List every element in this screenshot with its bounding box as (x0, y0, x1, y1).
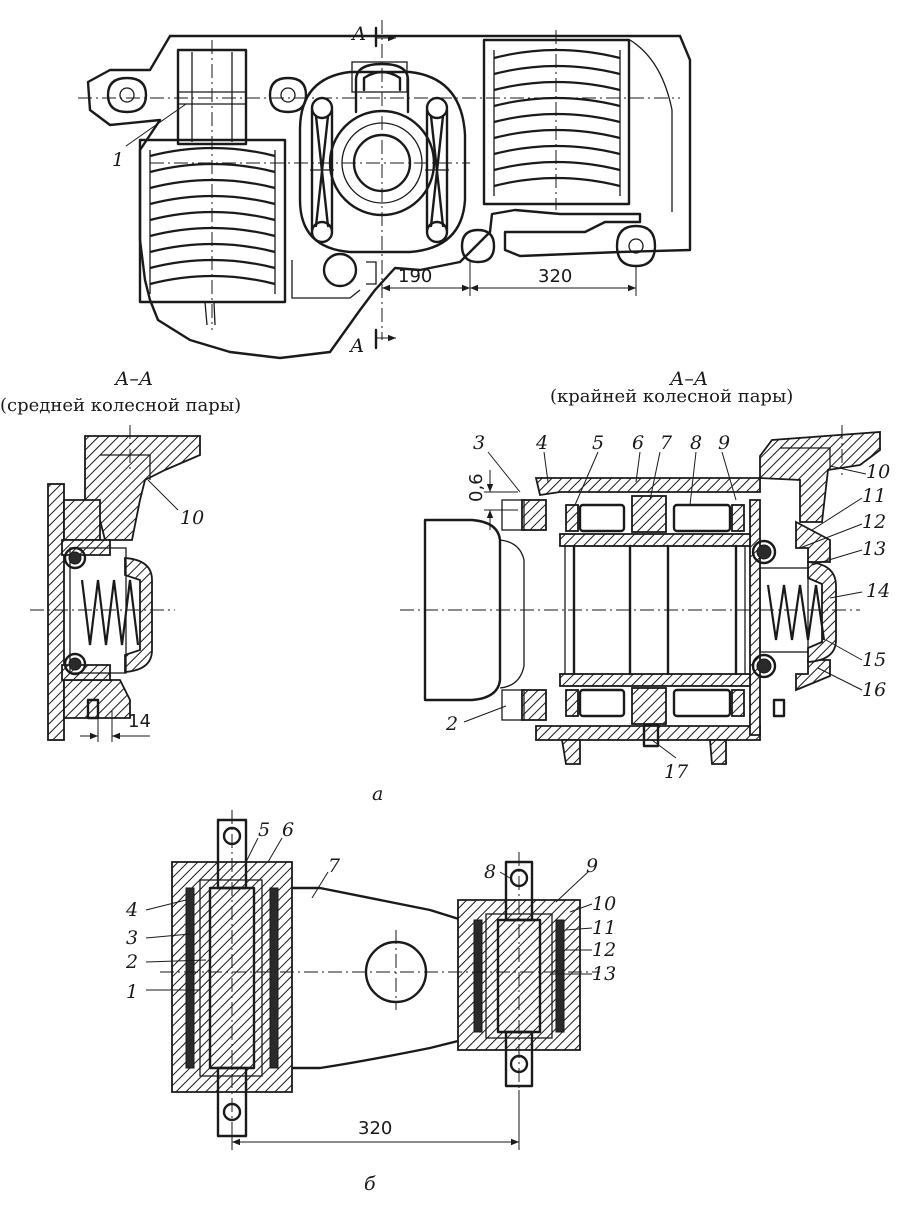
section-right-title: А–А (668, 368, 708, 390)
right-section-leaders (463, 451, 867, 759)
inner-sleeve-bottom (559, 673, 751, 687)
link-label-2: 2 (125, 951, 138, 973)
end-wheelset-section: 0,6 3 4 5 6 7 8 9 10 11 12 1 (400, 425, 890, 783)
housing-bottom-wall (535, 725, 761, 741)
left-section-wall (47, 483, 65, 741)
part-label-8: 8 (690, 432, 702, 454)
section-mark-top: А (350, 23, 366, 45)
part-label-1: 1 (112, 149, 124, 171)
part-label-14: 14 (866, 580, 890, 602)
dimension-0-6: 0,6 (466, 473, 487, 502)
middle-wheelset-section: 14 10 (30, 425, 204, 742)
left-pin-top-end (216, 818, 248, 890)
dimension-320-bottom: 320 (358, 1118, 392, 1139)
part-label-12: 12 (862, 511, 886, 533)
part-label-3: 3 (473, 432, 485, 454)
link-label-1: 1 (126, 981, 138, 1003)
axle-box-housing (298, 70, 467, 254)
left-leash-link (310, 96, 334, 244)
right-spring-coils (493, 48, 621, 196)
part-label-17: 17 (664, 761, 689, 783)
part-label-6: 6 (632, 432, 644, 454)
frame-inner-curve (629, 39, 673, 212)
section-mark-bottom: А (348, 335, 364, 357)
link-arm-body (288, 886, 464, 1070)
link-label-5: 5 (258, 819, 270, 841)
caption-b: б (364, 1173, 376, 1195)
link-leaders (145, 837, 593, 991)
link-label-4: 4 (125, 899, 138, 921)
link-label-8: 8 (484, 861, 496, 883)
part-label-4: 4 (535, 432, 548, 454)
right-end-cap (807, 561, 837, 663)
left-section-cover (124, 557, 153, 673)
frame-pins (106, 76, 657, 288)
part-label-15: 15 (862, 649, 886, 671)
right-pin-top-end (504, 860, 534, 922)
axle-journal (423, 518, 502, 702)
link-label-10: 10 (592, 893, 616, 915)
housing-top-lug (759, 431, 881, 523)
link-label-12: 12 (592, 939, 616, 961)
link-label-9: 9 (586, 855, 598, 877)
right-leash-link (425, 96, 449, 244)
right-pin-bottom-end (504, 1030, 534, 1088)
part-label-9: 9 (718, 432, 730, 454)
caption-a: а (372, 783, 383, 805)
leash-link-assembly: 320 1 2 3 4 5 6 7 8 9 10 11 12 13 (125, 810, 616, 1150)
dimension-14: 14 (128, 711, 151, 732)
part-label-5: 5 (592, 432, 604, 454)
right-section-spring (766, 584, 826, 641)
part-label-7: 7 (660, 432, 673, 454)
link-label-13: 13 (592, 963, 616, 985)
bogie-side-view: А А 190 320 1 (78, 20, 692, 360)
frame-lower-edge (291, 260, 361, 299)
left-pin-bottom-end (216, 1066, 248, 1138)
inner-sleeve-top (559, 533, 751, 547)
housing-top-wall (534, 477, 761, 497)
left-part-label-10: 10 (180, 507, 204, 529)
link-label-11: 11 (592, 917, 616, 939)
left-section-spring (80, 579, 140, 646)
link-label-3: 3 (126, 927, 138, 949)
section-left-title: А–А (113, 368, 153, 390)
part-label-10: 10 (866, 461, 890, 483)
part-label-11: 11 (862, 485, 886, 507)
link-label-6: 6 (282, 819, 294, 841)
section-right-subtitle: (крайней колесной пары) (550, 386, 793, 407)
part-label-2: 2 (445, 713, 458, 735)
part-label-13: 13 (862, 538, 886, 560)
link-label-7: 7 (328, 855, 341, 877)
part-label-16: 16 (862, 679, 886, 701)
dimension-190: 190 (398, 266, 432, 287)
cylindrical-rollers (565, 495, 745, 725)
spring-rod (204, 301, 216, 326)
section-left-subtitle: (средней колесной пары) (0, 395, 241, 416)
dimension-320-top: 320 (538, 266, 572, 287)
